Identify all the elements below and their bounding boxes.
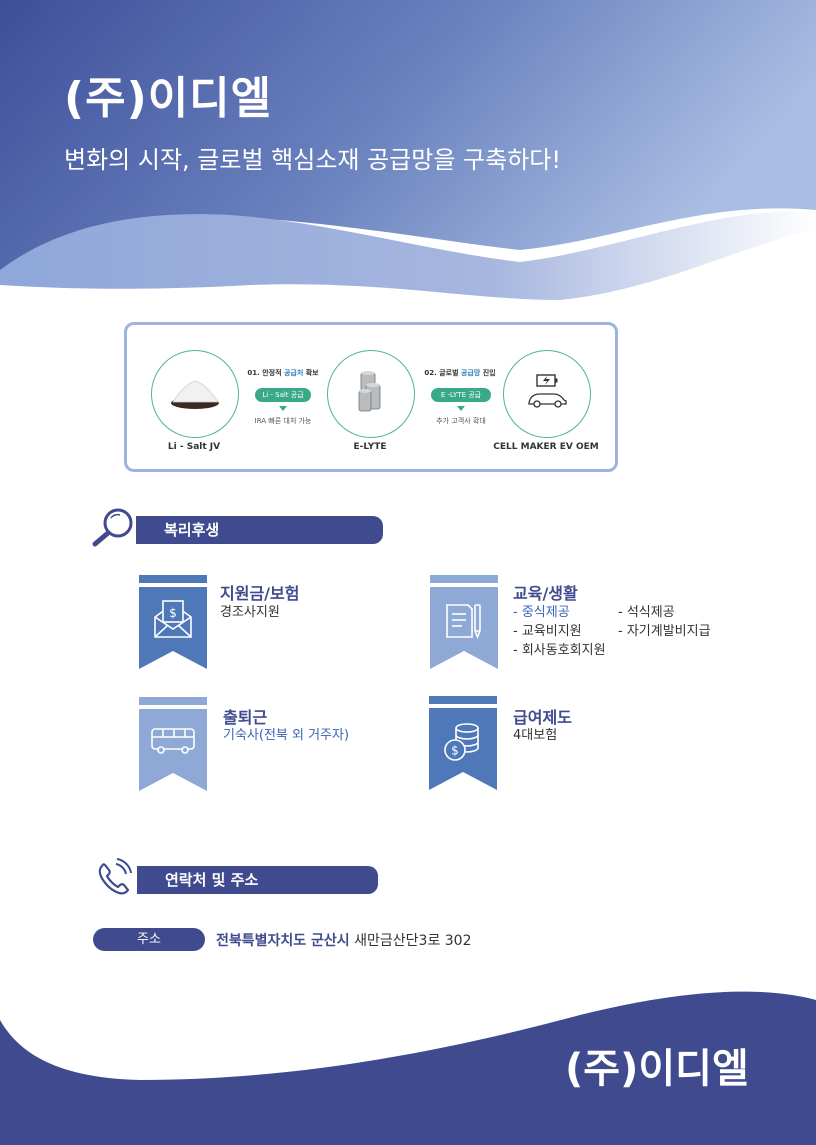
welfare-ribbon-salary: $: [429, 696, 497, 791]
category-item: - 회사동호회지원: [513, 643, 606, 658]
step-1-title: 01. 안정적 공급처 확보: [247, 369, 319, 377]
category-title: 급여제도: [513, 708, 572, 727]
step-2-title: 02. 글로벌 공급망 진입: [424, 369, 496, 377]
category-item: 경조사지원: [220, 605, 280, 620]
contact-section-header: 연락처 및 주소: [137, 866, 378, 894]
document-pencil-icon: [430, 587, 498, 669]
metal-cans-icon: [358, 371, 381, 412]
footer-background: [0, 991, 816, 1145]
node-label: CELL MAKER EV OEM: [493, 442, 599, 452]
node-label: E-LYTE: [353, 442, 387, 452]
step-1-pill: Li - Salt 공급: [255, 388, 311, 402]
category-title: 교육/생활: [513, 584, 578, 603]
welfare-ribbon-education: [430, 575, 498, 670]
svg-text:$: $: [169, 606, 177, 620]
welfare-ribbon-support: $: [139, 575, 207, 670]
coins-icon: $: [429, 708, 497, 790]
category-item: - 자기계발비지급: [618, 624, 711, 639]
footer-company-name: (주)이디엘: [565, 1046, 749, 1092]
category-item: - 교육비지원: [513, 624, 582, 639]
down-arrow-icon: [279, 406, 287, 411]
step-2-note: 추가 고객사 확대: [436, 417, 486, 425]
svg-text:$: $: [451, 744, 459, 758]
node-e-lyte: [327, 350, 415, 438]
hero-background: [0, 0, 816, 310]
category-item: 기숙사(전북 외 거주자): [223, 728, 350, 743]
welfare-section-header: 복리후생: [136, 516, 383, 544]
magnifier-icon: [92, 508, 133, 547]
money-envelope-icon: $: [139, 587, 207, 669]
down-arrow-icon: [457, 406, 465, 411]
phone-icon: [98, 858, 132, 895]
company-slogan: 변화의 시작, 글로벌 핵심소재 공급망을 구축하다!: [64, 146, 561, 174]
step-2-pill: E -LYTE 공급: [431, 388, 491, 402]
ev-battery-car-icon: [528, 374, 567, 408]
category-item: - 석식제공: [618, 605, 675, 620]
company-title: (주)이디엘: [64, 73, 273, 124]
bus-icon: [139, 709, 207, 791]
supply-chain-diagram: Li - Salt JV E-LYTE CELL MAKER E: [124, 322, 618, 472]
node-label: Li - Salt JV: [167, 442, 221, 452]
node-cell-maker: [503, 350, 591, 438]
node-li-salt: [151, 350, 239, 438]
address-label: 주소: [93, 928, 205, 951]
welfare-ribbon-commute: [139, 697, 207, 792]
step-1-note: IRA 빠른 대처 가능: [254, 417, 312, 425]
category-title: 출퇴근: [223, 708, 268, 727]
category-item: - 중식제공: [513, 605, 570, 620]
salt-pile-icon: [171, 380, 219, 409]
address-text: 전북특별자치도 군산시 새만금산단3로 302: [216, 933, 472, 949]
category-title: 지원금/보험: [220, 584, 300, 603]
category-item: 4대보험: [513, 728, 558, 743]
